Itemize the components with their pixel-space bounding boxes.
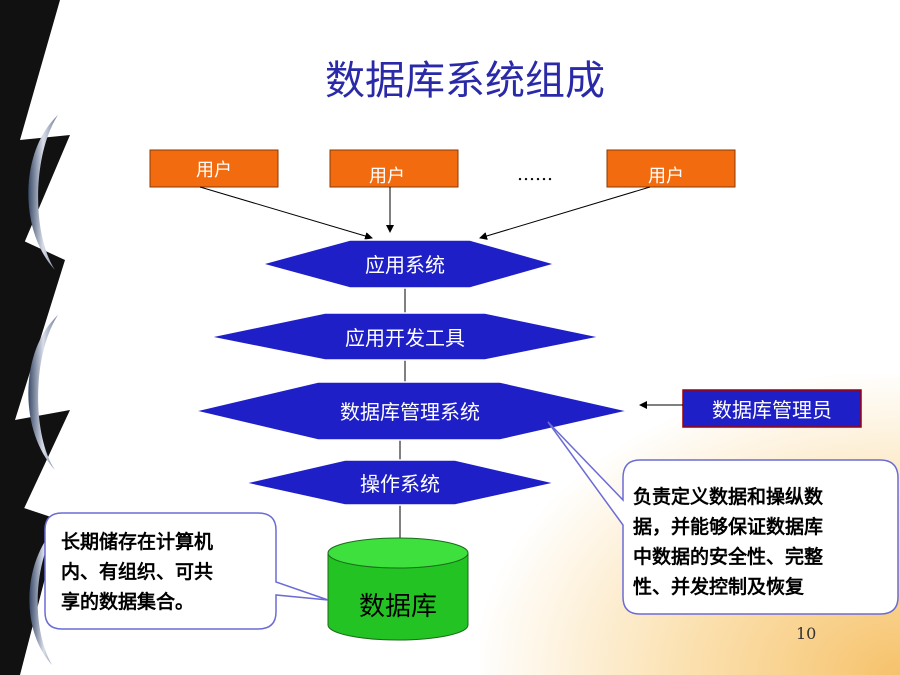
user-label: 用户	[648, 166, 684, 187]
layer-application-system: 应用系统	[259, 239, 558, 289]
user-box-2: 用户	[329, 149, 459, 188]
layer-dev-tools: 应用开发工具	[209, 312, 601, 361]
dba-box: 数据库管理员	[682, 389, 862, 428]
database-label: 数据库	[359, 592, 437, 622]
callout-line: 据，并能够保证数据库	[633, 516, 824, 538]
arrow-user3	[479, 186, 651, 240]
callout-line: 享的数据集合。	[61, 591, 195, 613]
callout-line: 内、有组织、可共	[61, 561, 214, 583]
layer-dbms: 数据库管理系统	[194, 381, 629, 441]
layer-label: 数据库管理系统	[340, 400, 480, 424]
user-box-3: 用户	[606, 149, 736, 188]
callout-left	[44, 512, 329, 630]
callout-line: 性、并发控制及恢复	[633, 576, 805, 598]
callout-right	[547, 421, 899, 615]
layer-label: 应用系统	[365, 253, 445, 277]
page-number: 10	[796, 624, 817, 643]
callout-line: 长期储存在计算机	[61, 531, 214, 553]
database-cylinder: 数据库	[327, 537, 469, 641]
callout-left-text: 长期储存在计算机 内、有组织、可共 享的数据集合。	[61, 527, 271, 617]
user-label: 用户	[369, 166, 405, 187]
user-label: 用户	[196, 160, 232, 181]
arrow-user1	[199, 186, 373, 240]
ellipsis-text: ……	[517, 164, 553, 185]
layer-label: 操作系统	[360, 472, 440, 496]
callout-line: 负责定义数据和操纵数	[633, 486, 824, 508]
dba-label: 数据库管理员	[712, 398, 832, 422]
callout-right-text: 负责定义数据和操纵数 据，并能够保证数据库 中数据的安全性、完整 性、并发控制及…	[633, 482, 893, 602]
layer-label: 应用开发工具	[345, 326, 465, 350]
slide-title: 数据库系统组成	[325, 58, 605, 104]
callout-line: 中数据的安全性、完整	[633, 546, 824, 568]
layer-operating-system: 操作系统	[244, 459, 556, 506]
user-box-1: 用户	[149, 149, 279, 188]
